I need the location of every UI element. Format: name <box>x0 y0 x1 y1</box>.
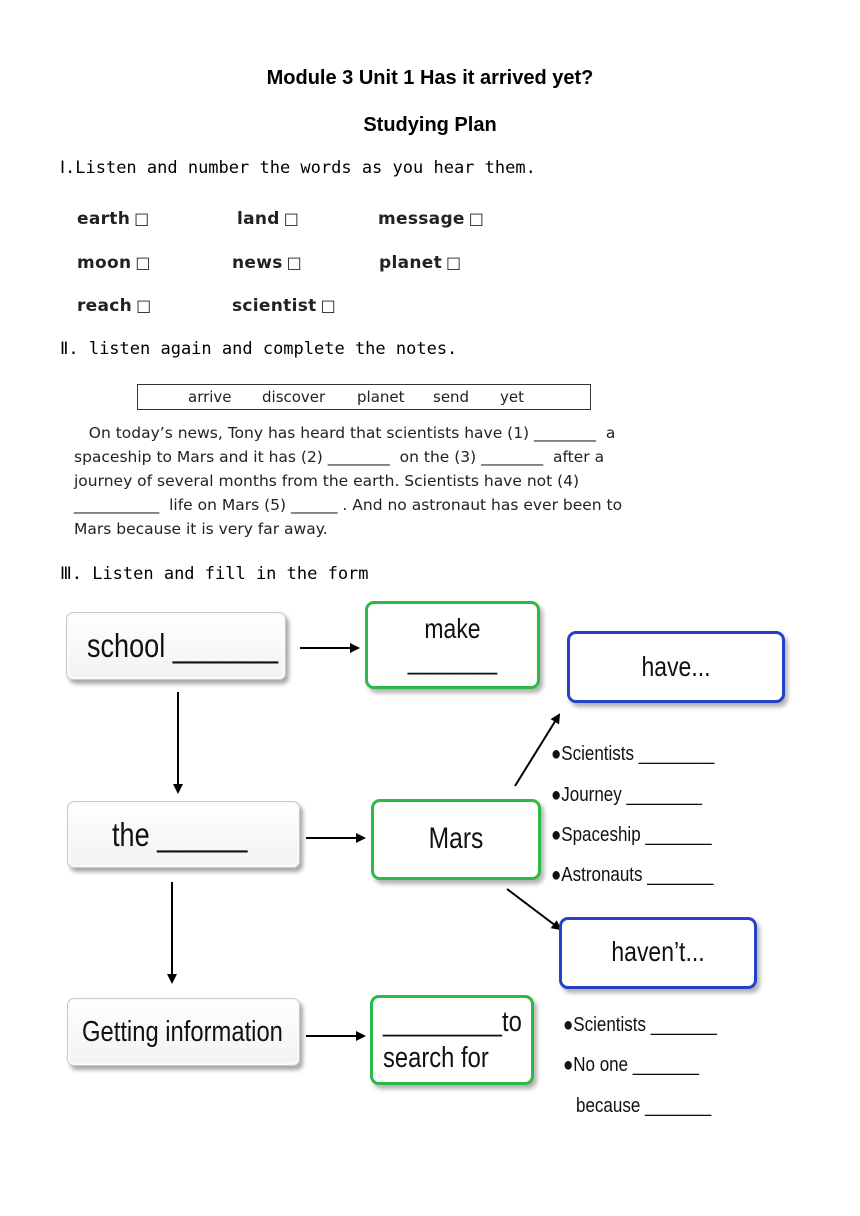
passage-line: ___________ life on Mars (5) ______ . An… <box>74 496 623 514</box>
passage-line: On today’s news, Tony has heard that sci… <box>74 424 616 442</box>
school-box: school _______ <box>66 612 286 680</box>
checkbox-icon[interactable]: □ <box>320 296 336 315</box>
havent-item: ●No one _______ <box>563 1054 699 1076</box>
arrow-mars-to-havent <box>506 888 562 931</box>
page-subtitle: Studying Plan <box>363 114 497 136</box>
checkbox-icon[interactable]: □ <box>446 253 462 272</box>
passage-line: journey of several months from the earth… <box>74 472 580 490</box>
page-title: Module 3 Unit 1 Has it arrived yet? <box>266 67 594 89</box>
getting-information-box: Getting information <box>67 998 300 1066</box>
mars-label: Mars <box>428 822 484 855</box>
have-box: have... <box>567 631 785 703</box>
havent-box: haven’t... <box>559 917 757 989</box>
search-box: _________to search for <box>370 995 534 1085</box>
havent-item: because _______ <box>576 1095 712 1117</box>
checkbox-icon[interactable]: □ <box>283 209 300 228</box>
have-item: ●Astronauts _______ <box>551 864 714 886</box>
checkbox-icon[interactable]: □ <box>134 209 150 228</box>
notes-passage: On today’s news, Tony has heard that sci… <box>74 421 734 541</box>
word-item: moon□ <box>77 253 151 273</box>
word-item: reach□ <box>77 296 152 316</box>
checkbox-icon[interactable]: □ <box>286 253 303 272</box>
checkbox-icon[interactable]: □ <box>135 253 151 272</box>
have-item: ●Journey ________ <box>551 784 703 806</box>
word-item: message□ <box>378 209 485 229</box>
havent-item: ●Scientists _______ <box>563 1014 717 1036</box>
make-box: make _______ <box>365 601 540 689</box>
have-item: ●Spaceship _______ <box>551 824 712 846</box>
make-label: make <box>424 613 481 644</box>
have-item: ●Scientists ________ <box>551 743 715 765</box>
word-bank-item: arrive <box>188 388 232 406</box>
checkbox-icon[interactable]: □ <box>136 296 152 315</box>
section-2-heading: Ⅱ. listen again and complete the notes. <box>60 339 458 359</box>
the-box: the ______ <box>67 801 300 868</box>
school-label: school _______ <box>87 627 279 664</box>
word-item: planet□ <box>379 253 462 273</box>
mars-box: Mars <box>371 799 541 880</box>
arrow-mars-to-have <box>514 713 561 787</box>
search-blank[interactable]: _________to <box>383 1006 522 1038</box>
search-label: search for <box>383 1042 489 1074</box>
getting-information-label: Getting information <box>82 1016 283 1048</box>
word-bank-item: yet <box>500 388 524 406</box>
word-bank-item: planet <box>357 388 405 406</box>
the-label: the ______ <box>112 816 248 853</box>
checkbox-icon[interactable]: □ <box>468 209 485 228</box>
make-blank[interactable]: _______ <box>407 644 498 675</box>
section-3-heading: Ⅲ. Listen and fill in the form <box>60 564 369 584</box>
havent-label: haven’t... <box>611 936 705 967</box>
word-bank: arrive discover planet send yet <box>137 384 591 410</box>
word-bank-item: discover <box>262 388 326 406</box>
passage-line: Mars because it is very far away. <box>74 520 328 538</box>
passage-line: spaceship to Mars and it has (2) _______… <box>74 448 605 466</box>
word-item: news□ <box>232 253 303 273</box>
word-item: land□ <box>237 209 300 229</box>
have-label: have... <box>641 651 711 682</box>
word-item: scientist□ <box>232 296 336 316</box>
word-bank-item: send <box>433 388 470 406</box>
section-1-heading: Ⅰ.Listen and number the words as you hea… <box>60 158 536 178</box>
word-item: earth□ <box>77 209 150 229</box>
